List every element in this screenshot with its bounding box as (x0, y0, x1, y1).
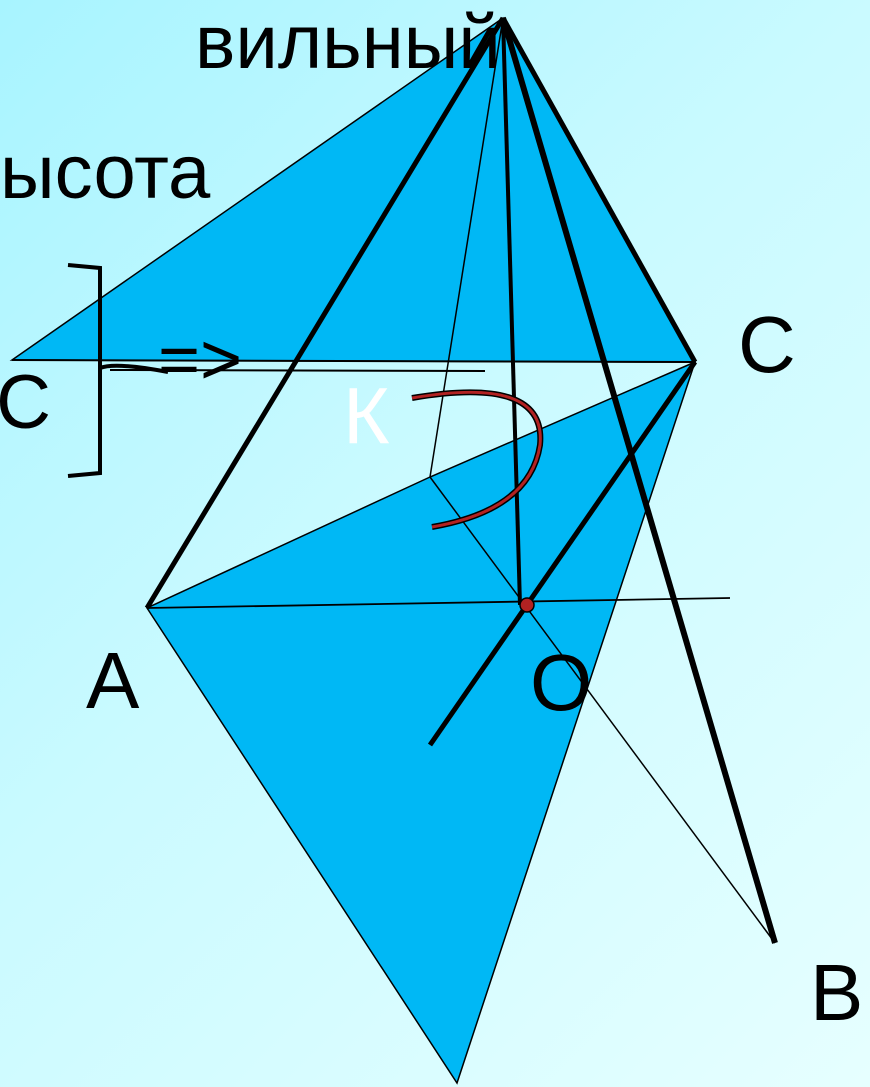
line-base-horizontal (11, 359, 696, 363)
line-apex-to-inner (429, 17, 504, 478)
line-to-K (109, 369, 486, 372)
height-apex-O (501, 17, 522, 606)
text-fragment-1: вильный (195, 0, 501, 85)
edge-apex-B (500, 17, 778, 944)
label-O: О (530, 638, 592, 727)
text-fragment-2: ысота (0, 130, 211, 215)
text-fragment-3: ВС (0, 360, 51, 445)
label-B: В (810, 948, 863, 1037)
label-C: С (738, 300, 796, 389)
line-inner-to-B (429, 476, 776, 944)
implication-arrow: => (158, 320, 242, 400)
angle-arc-red (411, 390, 542, 529)
edge-apex-C (500, 16, 698, 364)
label-A: А (86, 636, 140, 725)
edge-apex-A (144, 16, 506, 610)
line-A-to-O (146, 597, 731, 609)
point-O (519, 597, 535, 613)
line-C-through-O (427, 360, 698, 747)
label-K: К (343, 371, 390, 460)
brace (67, 263, 169, 478)
